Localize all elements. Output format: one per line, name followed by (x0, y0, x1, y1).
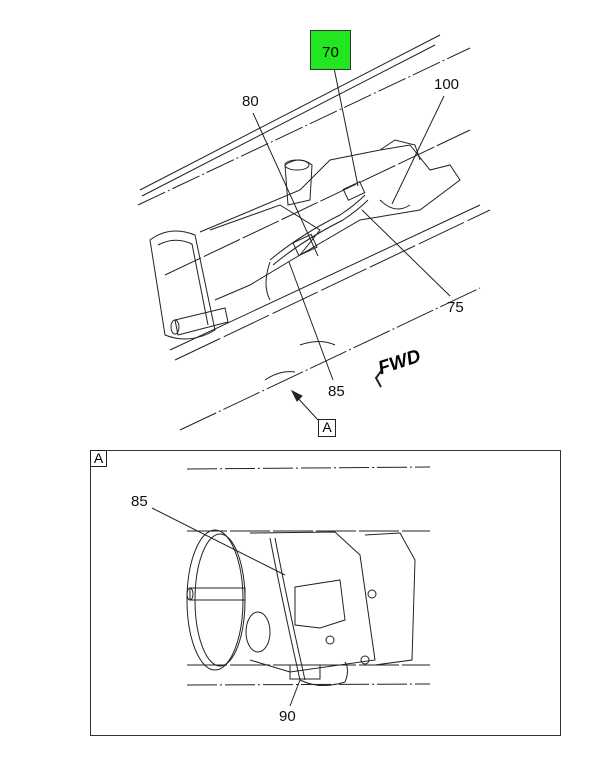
detail-view-a-panel (90, 450, 561, 736)
detail-drawing (186, 466, 431, 686)
callout-70-highlight[interactable]: 70 (310, 30, 351, 70)
fwd-arrow-icon (374, 369, 383, 388)
detail-callout-90[interactable]: 90 (279, 708, 296, 725)
callout-80[interactable]: 80 (242, 93, 259, 110)
callout-100[interactable]: 100 (434, 76, 460, 93)
callout-75[interactable]: 75 (447, 299, 464, 316)
detail-view-label: A (90, 450, 107, 467)
frame-rails (137, 34, 491, 431)
leader-lines (252, 62, 451, 381)
view-a-marker[interactable]: A (318, 419, 336, 437)
callout-85[interactable]: 85 (328, 383, 345, 400)
callout-70-label: 70 (322, 44, 339, 61)
detail-callout-85[interactable]: 85 (131, 493, 148, 510)
view-arrow (290, 389, 319, 421)
detail-leader-lines (151, 507, 301, 707)
